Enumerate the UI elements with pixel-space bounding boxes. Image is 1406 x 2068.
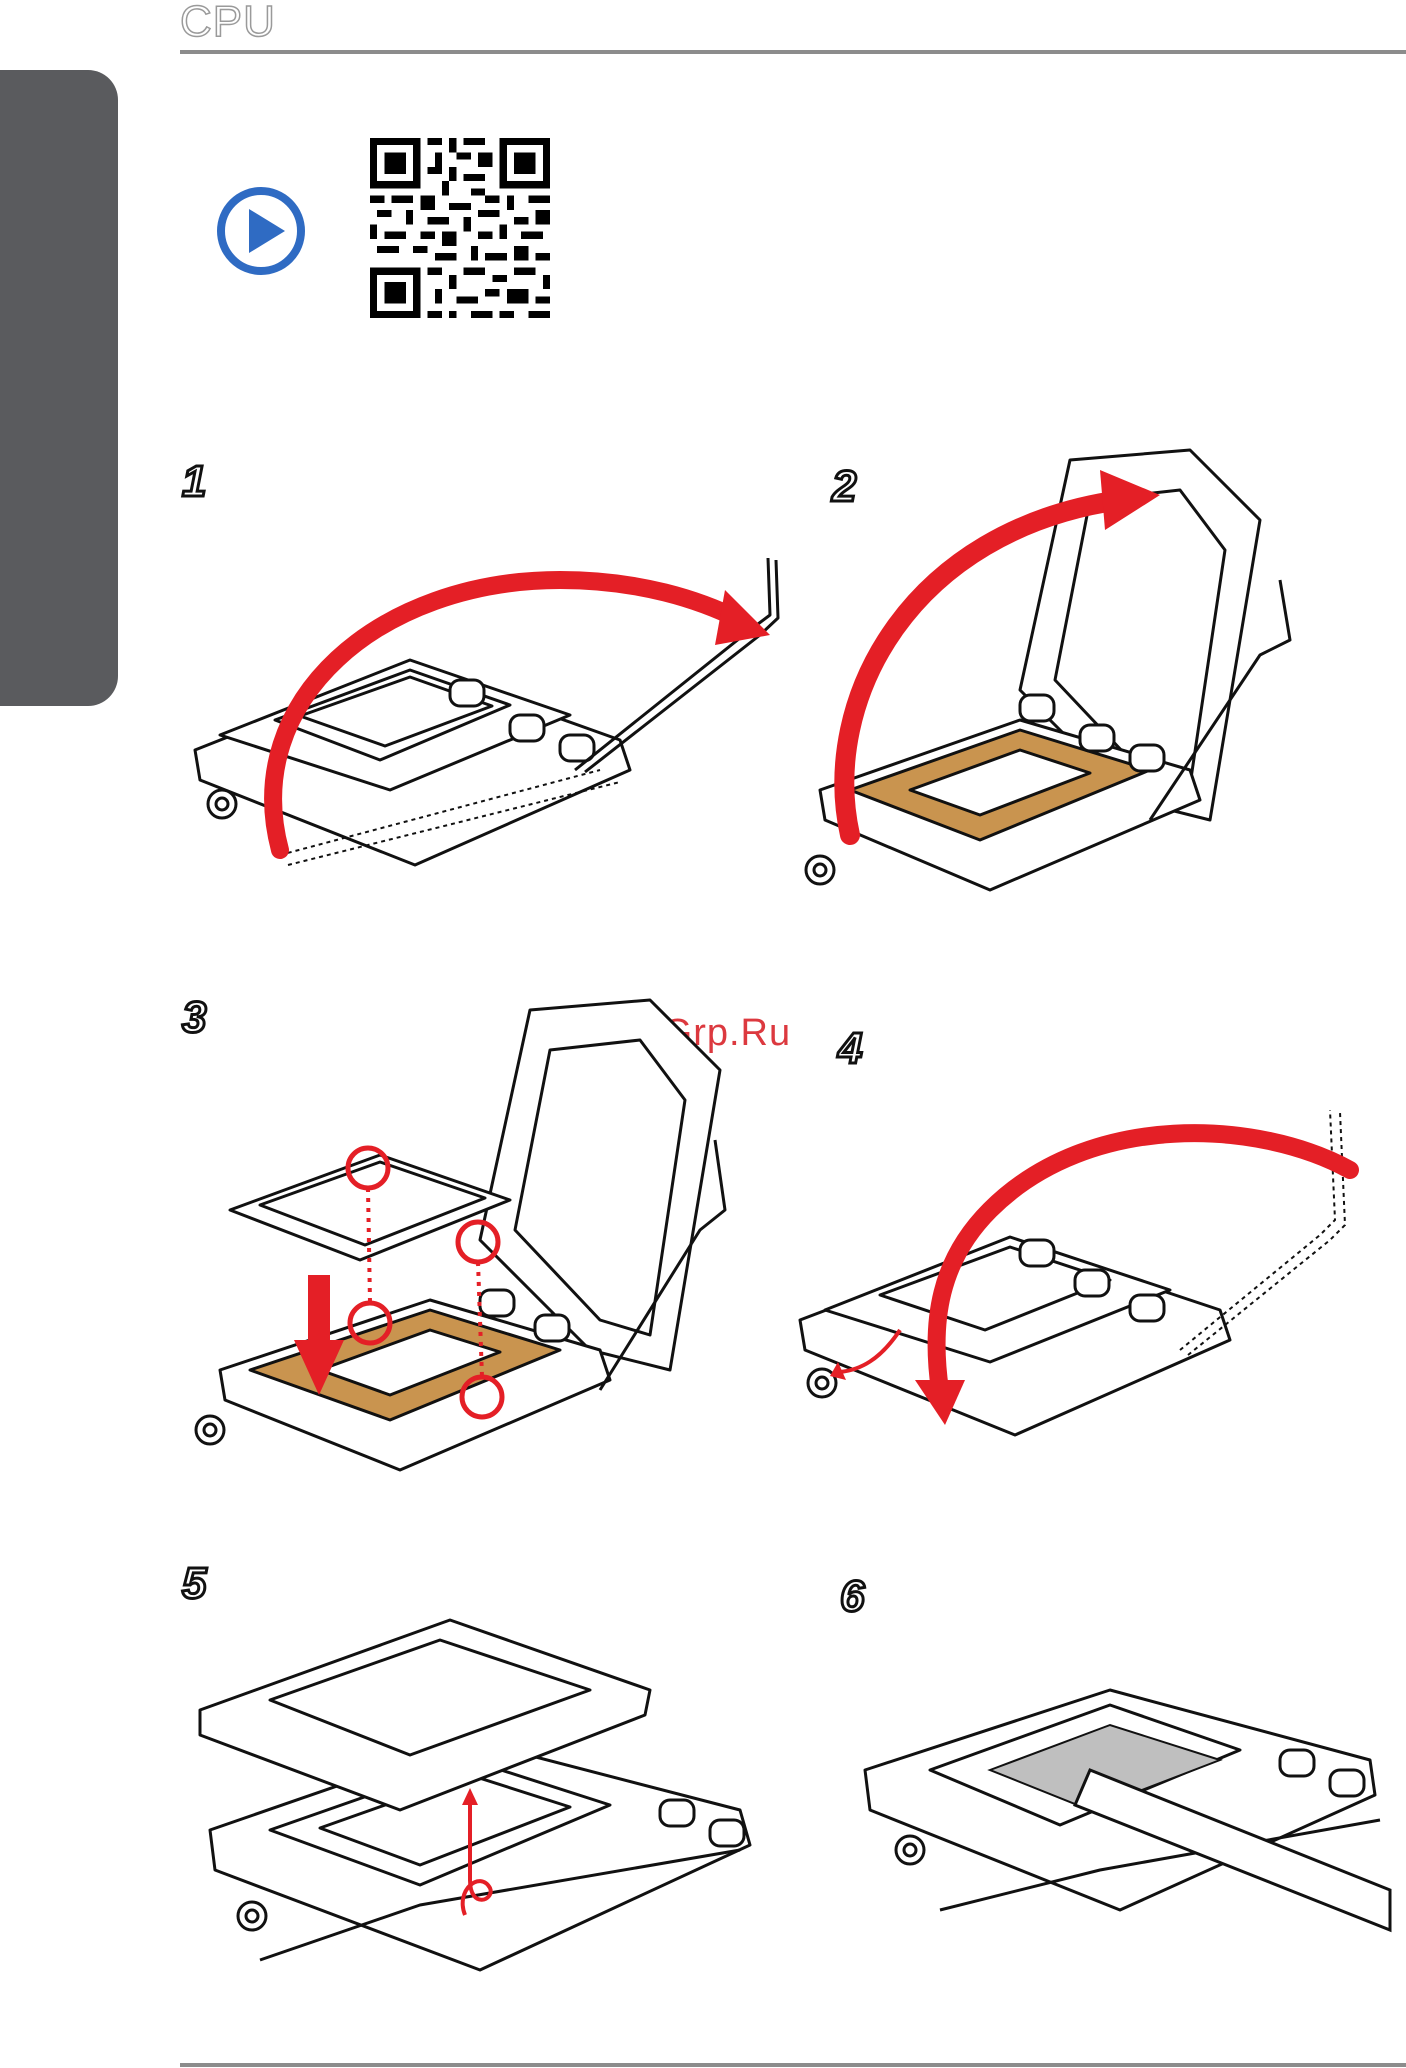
step-4-number: 4 [838, 1027, 862, 1071]
footer-divider [180, 2063, 1406, 2067]
page-title: CPU [180, 0, 276, 44]
header-divider [180, 50, 1406, 54]
step-2-illustration [790, 440, 1400, 910]
qr-code[interactable] [370, 138, 550, 318]
step-4-illustration [790, 1100, 1400, 1460]
step-1-illustration [180, 520, 800, 890]
chapter-side-tab [0, 70, 118, 706]
step-3-illustration [180, 990, 820, 1480]
step-6-number: 6 [840, 1575, 864, 1619]
play-icon[interactable] [215, 185, 307, 277]
step-5-illustration [180, 1600, 780, 2000]
step-6-illustration [860, 1640, 1400, 1970]
step-1-number: 1 [182, 460, 206, 504]
